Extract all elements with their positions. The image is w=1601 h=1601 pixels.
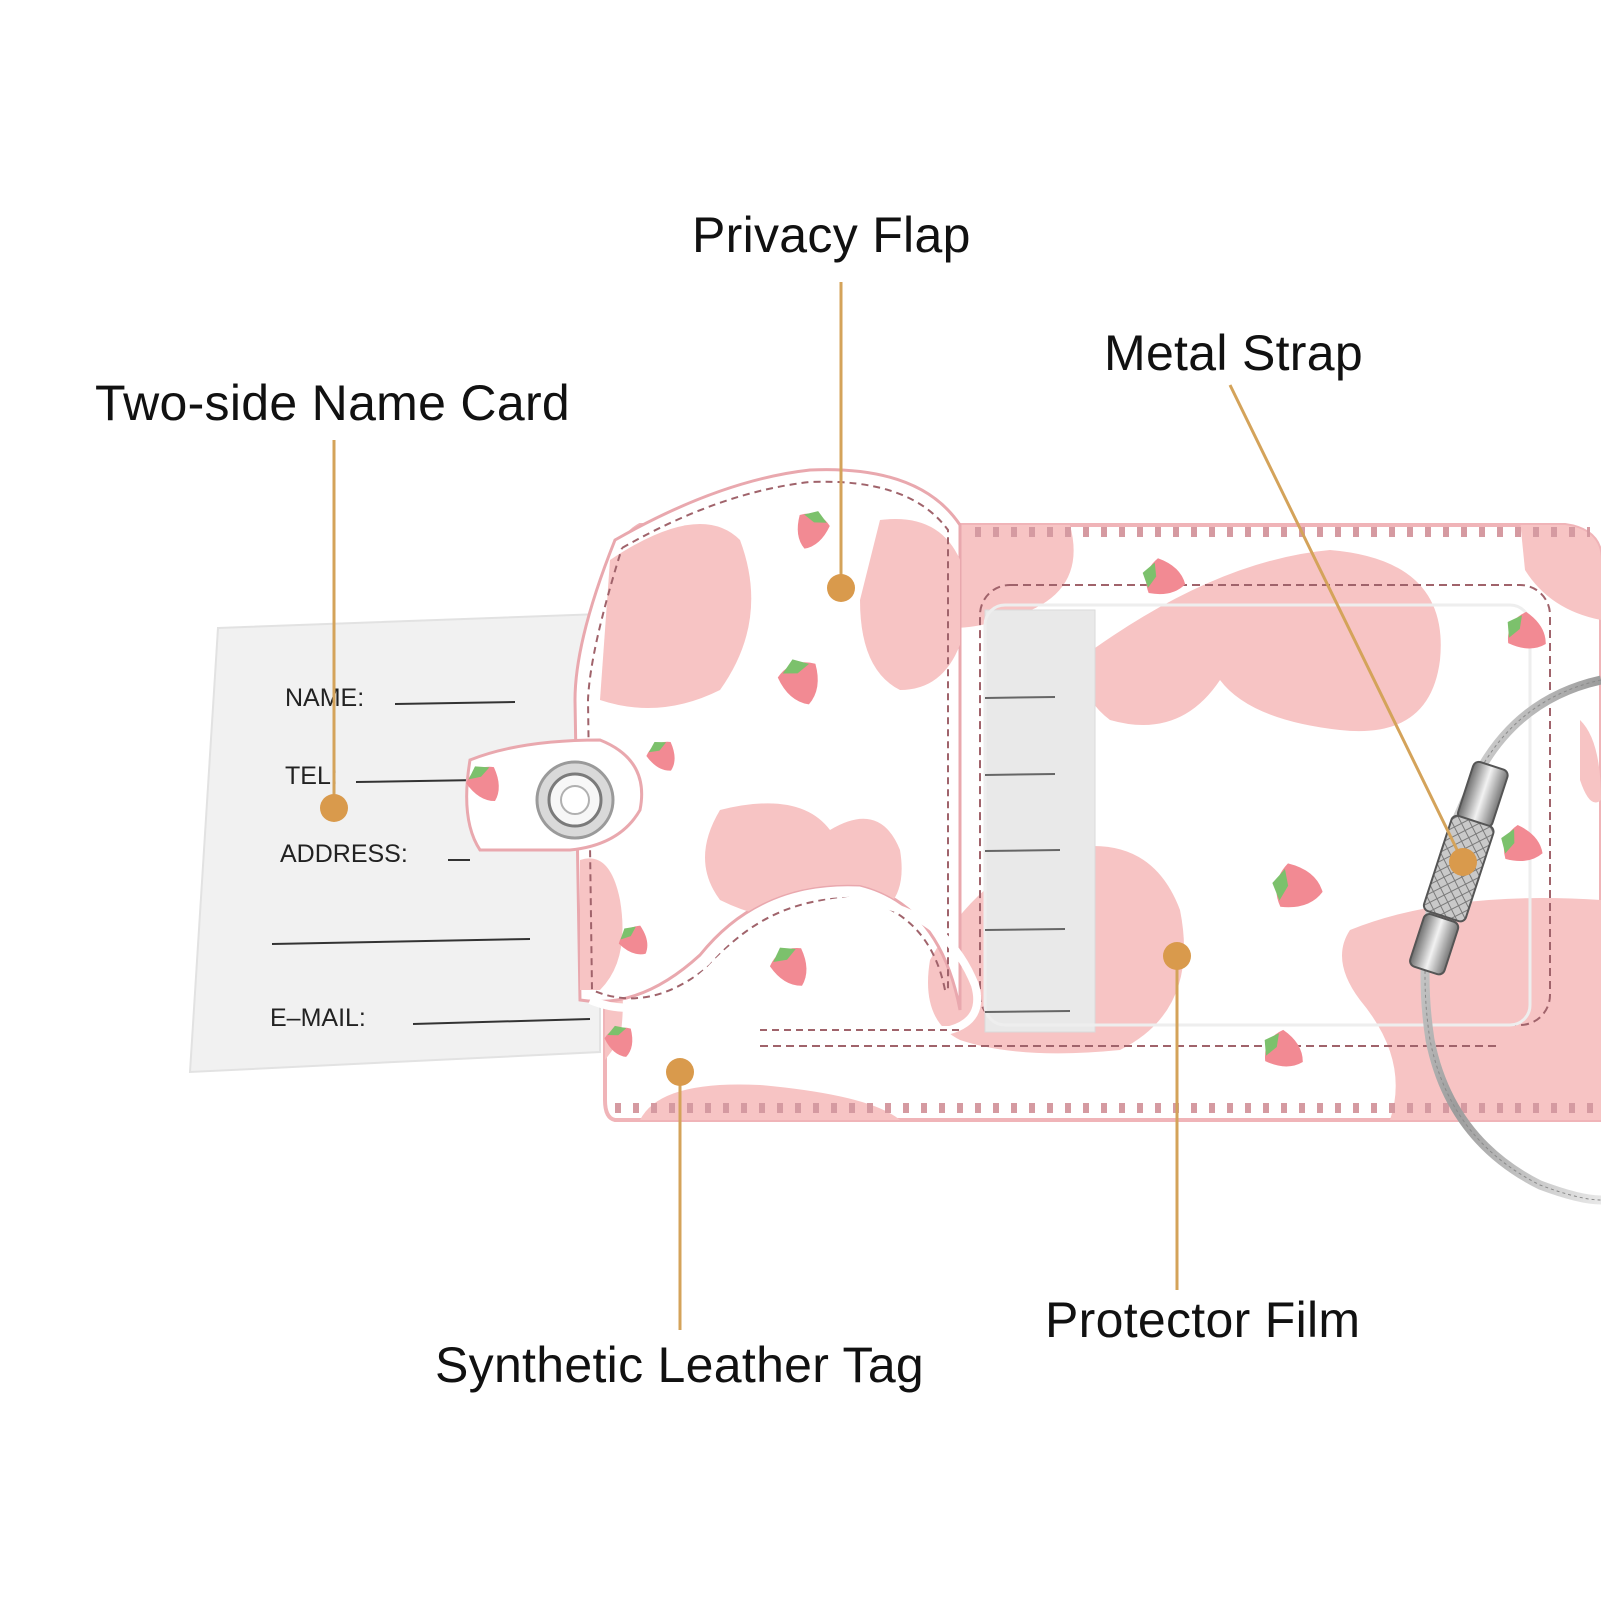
leader-lines [332, 282, 1465, 1330]
eyelet [465, 738, 644, 852]
tel-field-label: TEL: [285, 762, 338, 790]
metal-strap-leader [1228, 384, 1465, 863]
name-field-line [394, 701, 516, 705]
email-field-line [412, 1018, 591, 1025]
metal-strap-label: Metal Strap [1104, 325, 1363, 381]
strawberry-decorations [466, 511, 1546, 1067]
name-card-marker [320, 794, 348, 822]
name-card-label: Two-side Name Card [95, 375, 571, 431]
leather-tag-label: Synthetic Leather Tag [435, 1337, 925, 1393]
marker-dots [320, 574, 1477, 1086]
protector-film [760, 584, 1551, 1047]
privacy-flap-marker [827, 574, 855, 602]
metal-strap-marker [1449, 848, 1477, 876]
address-field-label: ADDRESS: [280, 840, 408, 868]
name-field-label: NAME: [285, 684, 364, 712]
tel-field-line [355, 779, 481, 783]
protector-film-marker [1163, 942, 1191, 970]
blank-field-line [271, 938, 531, 945]
name-card: NAME: TEL: ADDRESS: E–MAIL: [188, 612, 601, 1074]
leather-tag-marker [666, 1058, 694, 1086]
privacy-flap-label: Privacy Flap [692, 207, 971, 263]
protector-film-label: Protector Film [1045, 1292, 1361, 1348]
email-field-label: E–MAIL: [270, 1004, 366, 1032]
